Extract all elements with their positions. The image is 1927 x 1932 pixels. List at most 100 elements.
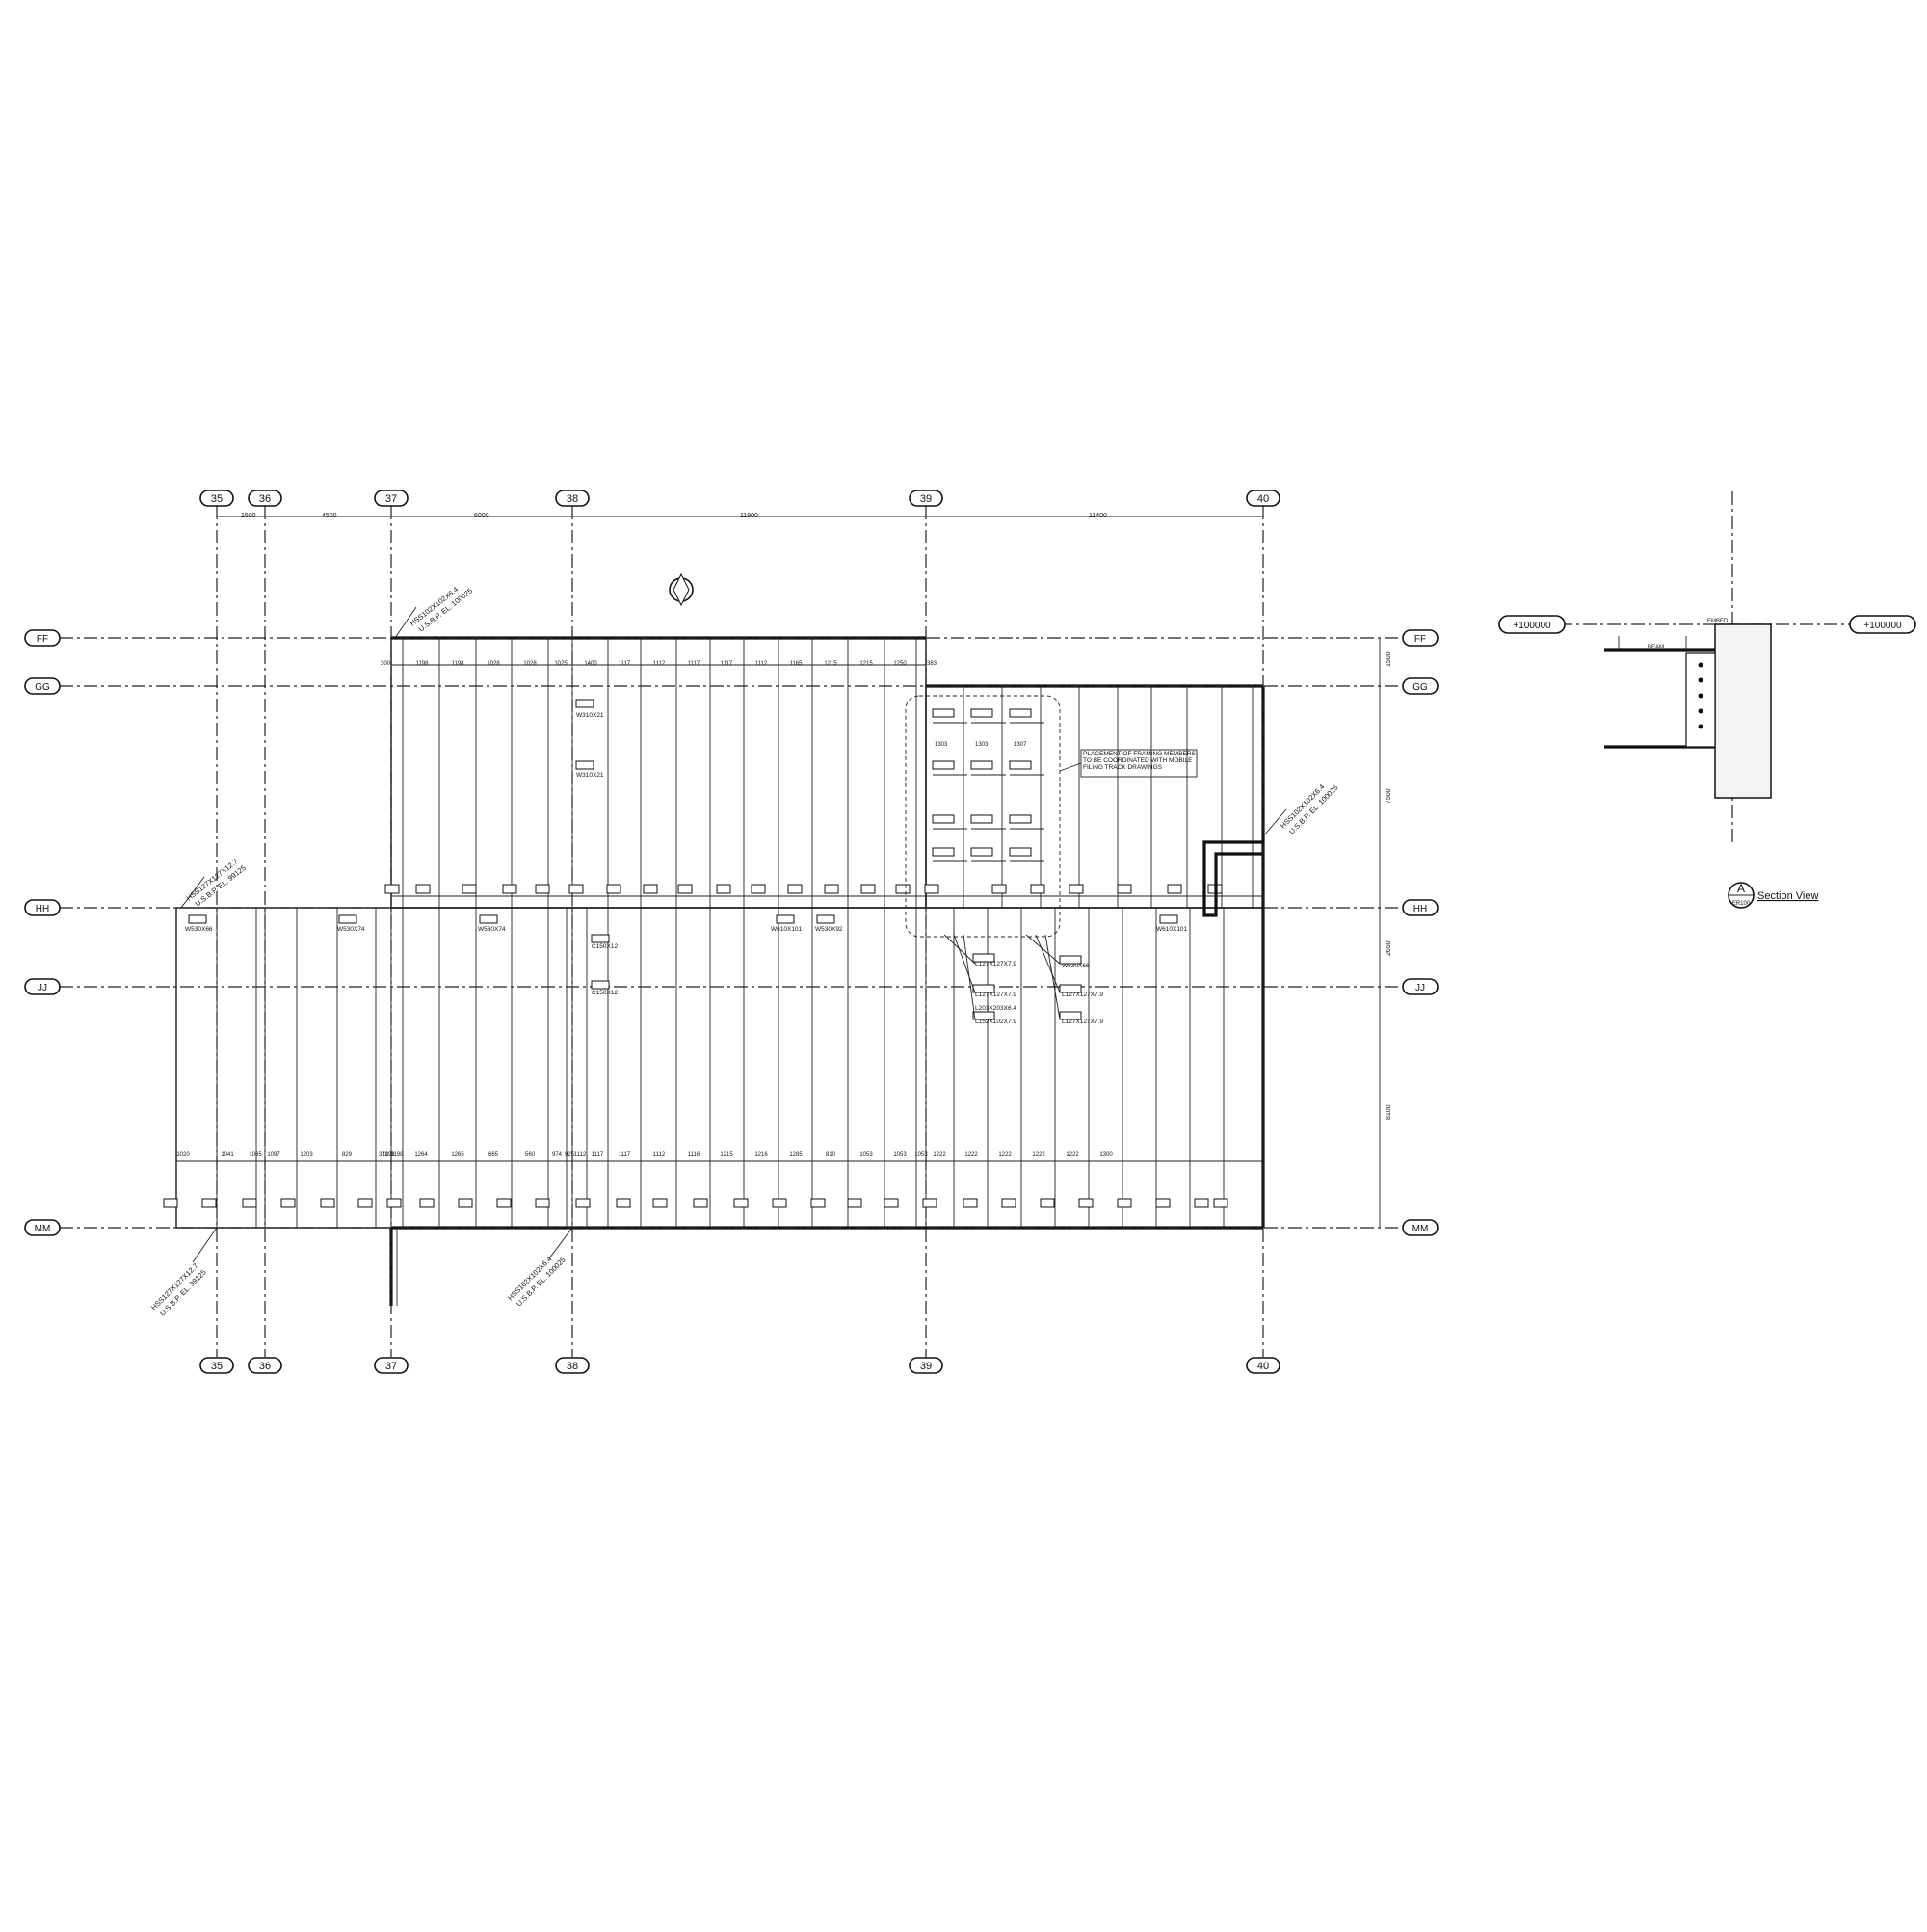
grid-row-label: JJ: [1415, 983, 1425, 993]
filing-track-area: 1303 1303 1307: [905, 695, 1061, 938]
member-tag-icon: [963, 1198, 978, 1208]
member-tag-icon: [1009, 760, 1032, 770]
north-arrow-icon: [669, 572, 694, 607]
grid-bubble-icon: [555, 490, 590, 507]
span-label-top: 1117: [721, 661, 733, 667]
member-tag-icon: [338, 914, 357, 924]
member-tag-icon: [1040, 1198, 1055, 1208]
grid-row-label: GG: [1412, 682, 1428, 693]
beam-label: BEAM: [1648, 645, 1664, 650]
member-tag-icon: [970, 847, 993, 857]
grid-row-label: FF: [1414, 634, 1426, 645]
span-label-bottom: 1198: [383, 1152, 396, 1158]
grid-col-label: 40: [1257, 1361, 1269, 1372]
span-label-top: 1198: [416, 661, 430, 667]
span-label-top: 1198: [452, 661, 465, 667]
member-tag-icon: [384, 884, 400, 894]
span-label-bottom: 1265: [451, 1152, 464, 1158]
grid-bubble-icon: [374, 490, 409, 507]
grid-bubble-icon: [1402, 1219, 1439, 1236]
member-label: L127X127X7.9: [975, 992, 1016, 998]
grid-bubble-icon: [1402, 978, 1439, 995]
section-sheet: ER100: [1732, 901, 1751, 907]
member-tag-icon: [716, 884, 731, 894]
member-label: C150X12: [592, 990, 618, 996]
grid-bubble-icon: [248, 490, 282, 507]
member-tag-icon: [188, 914, 207, 924]
member-label: W610X101: [1156, 926, 1188, 933]
member-tag-icon: [693, 1198, 708, 1208]
grid-bubble-icon: [909, 490, 943, 507]
member-tag-icon: [1155, 1198, 1171, 1208]
grid-bubble-icon: [248, 1357, 282, 1374]
span-label-bottom: 925: [565, 1152, 575, 1158]
grid-bubble-icon: [1246, 1357, 1280, 1374]
span-label-bottom: 1117: [619, 1152, 631, 1158]
span-label-bottom: 1041: [221, 1152, 234, 1158]
member-tag-icon: [824, 884, 839, 894]
level-bubble-left: [1498, 615, 1566, 634]
member-tag-icon: [970, 760, 993, 770]
grid-bubble-icon: [24, 899, 61, 916]
span-label-bottom: 1053: [893, 1152, 907, 1158]
member-tag-icon: [810, 1198, 826, 1208]
grid-bubble-icon: [555, 1357, 590, 1374]
span-label-bottom: 1264: [414, 1152, 428, 1158]
member-tag-icon: [1117, 1198, 1132, 1208]
member-label: W610X101: [771, 926, 803, 933]
member-tag-icon: [884, 1198, 899, 1208]
level-text-right: +100000: [1863, 621, 1902, 631]
member-tag-icon: [591, 934, 610, 943]
member-tag-icon: [496, 1198, 512, 1208]
span-label-bottom: 1065: [249, 1152, 262, 1158]
grid-bubble-icon: [1402, 677, 1439, 695]
member-tag-icon: [386, 1198, 402, 1208]
grid-bubble-icon: [199, 1357, 234, 1374]
member-label: W310X21: [576, 712, 604, 719]
member-tag-icon: [860, 884, 876, 894]
top-dimension-string: 1500 4500 6000 11900 11400: [217, 513, 1263, 519]
span-label-bottom: 1053: [859, 1152, 873, 1158]
member-tag-icon: [1117, 884, 1132, 894]
section-view-detail: +100000 +100000 BEAM EMBED A ER100 Secti…: [1498, 491, 1916, 909]
grid-bubble-icon: [1402, 629, 1439, 647]
span-label-bottom: 1112: [653, 1152, 666, 1158]
member-tag-icon: [772, 1198, 787, 1208]
grid-row-label: FF: [37, 634, 48, 645]
span-label-bottom: 1215: [720, 1152, 733, 1158]
member-label: L127X127X7.9: [975, 961, 1016, 967]
member-tag-icon: [733, 1198, 749, 1208]
grid-row-label: HH: [1413, 904, 1427, 914]
span-label-bottom: 1222: [1066, 1152, 1079, 1158]
grid-col-label: 35: [211, 1361, 223, 1372]
span-label-bottom: 810: [826, 1152, 836, 1158]
member-label: W530X92: [815, 926, 843, 933]
member-tag-icon: [415, 884, 431, 894]
member-tag-icon: [535, 884, 550, 894]
member-tag-icon: [502, 884, 517, 894]
grid-col-label: 38: [567, 1361, 578, 1372]
grid-col-label: 36: [259, 1361, 271, 1372]
member-label: W530X74: [337, 926, 365, 933]
member-tag-icon: [1009, 847, 1032, 857]
member-tag-icon: [932, 708, 955, 718]
span-label-top: 1025: [554, 661, 568, 667]
member-tag-icon: [1009, 814, 1032, 824]
callout-left-hh: HSS127X127X12.7 U.S.B.P. EL. 99125: [180, 857, 248, 909]
dim-row-ff-gg: 1500: [1386, 651, 1392, 667]
grid-bubble-icon: [24, 978, 61, 995]
level-bubble-right: [1849, 615, 1916, 634]
span-label-top: 1400: [584, 661, 597, 667]
mini-dim-2: 1303: [975, 742, 989, 748]
dim-row-gg-hh: 7500: [1386, 788, 1392, 804]
member-tag-icon: [163, 1198, 178, 1208]
span-label-top: 1215: [824, 661, 837, 667]
member-label: L203X203X6.4: [975, 1005, 1016, 1012]
member-tag-icon: [280, 1198, 296, 1208]
member-tag-icon: [575, 699, 594, 708]
member-tag-icon: [932, 814, 955, 824]
member-tag-icon: [751, 884, 766, 894]
span-label-bottom: 1222: [998, 1152, 1012, 1158]
